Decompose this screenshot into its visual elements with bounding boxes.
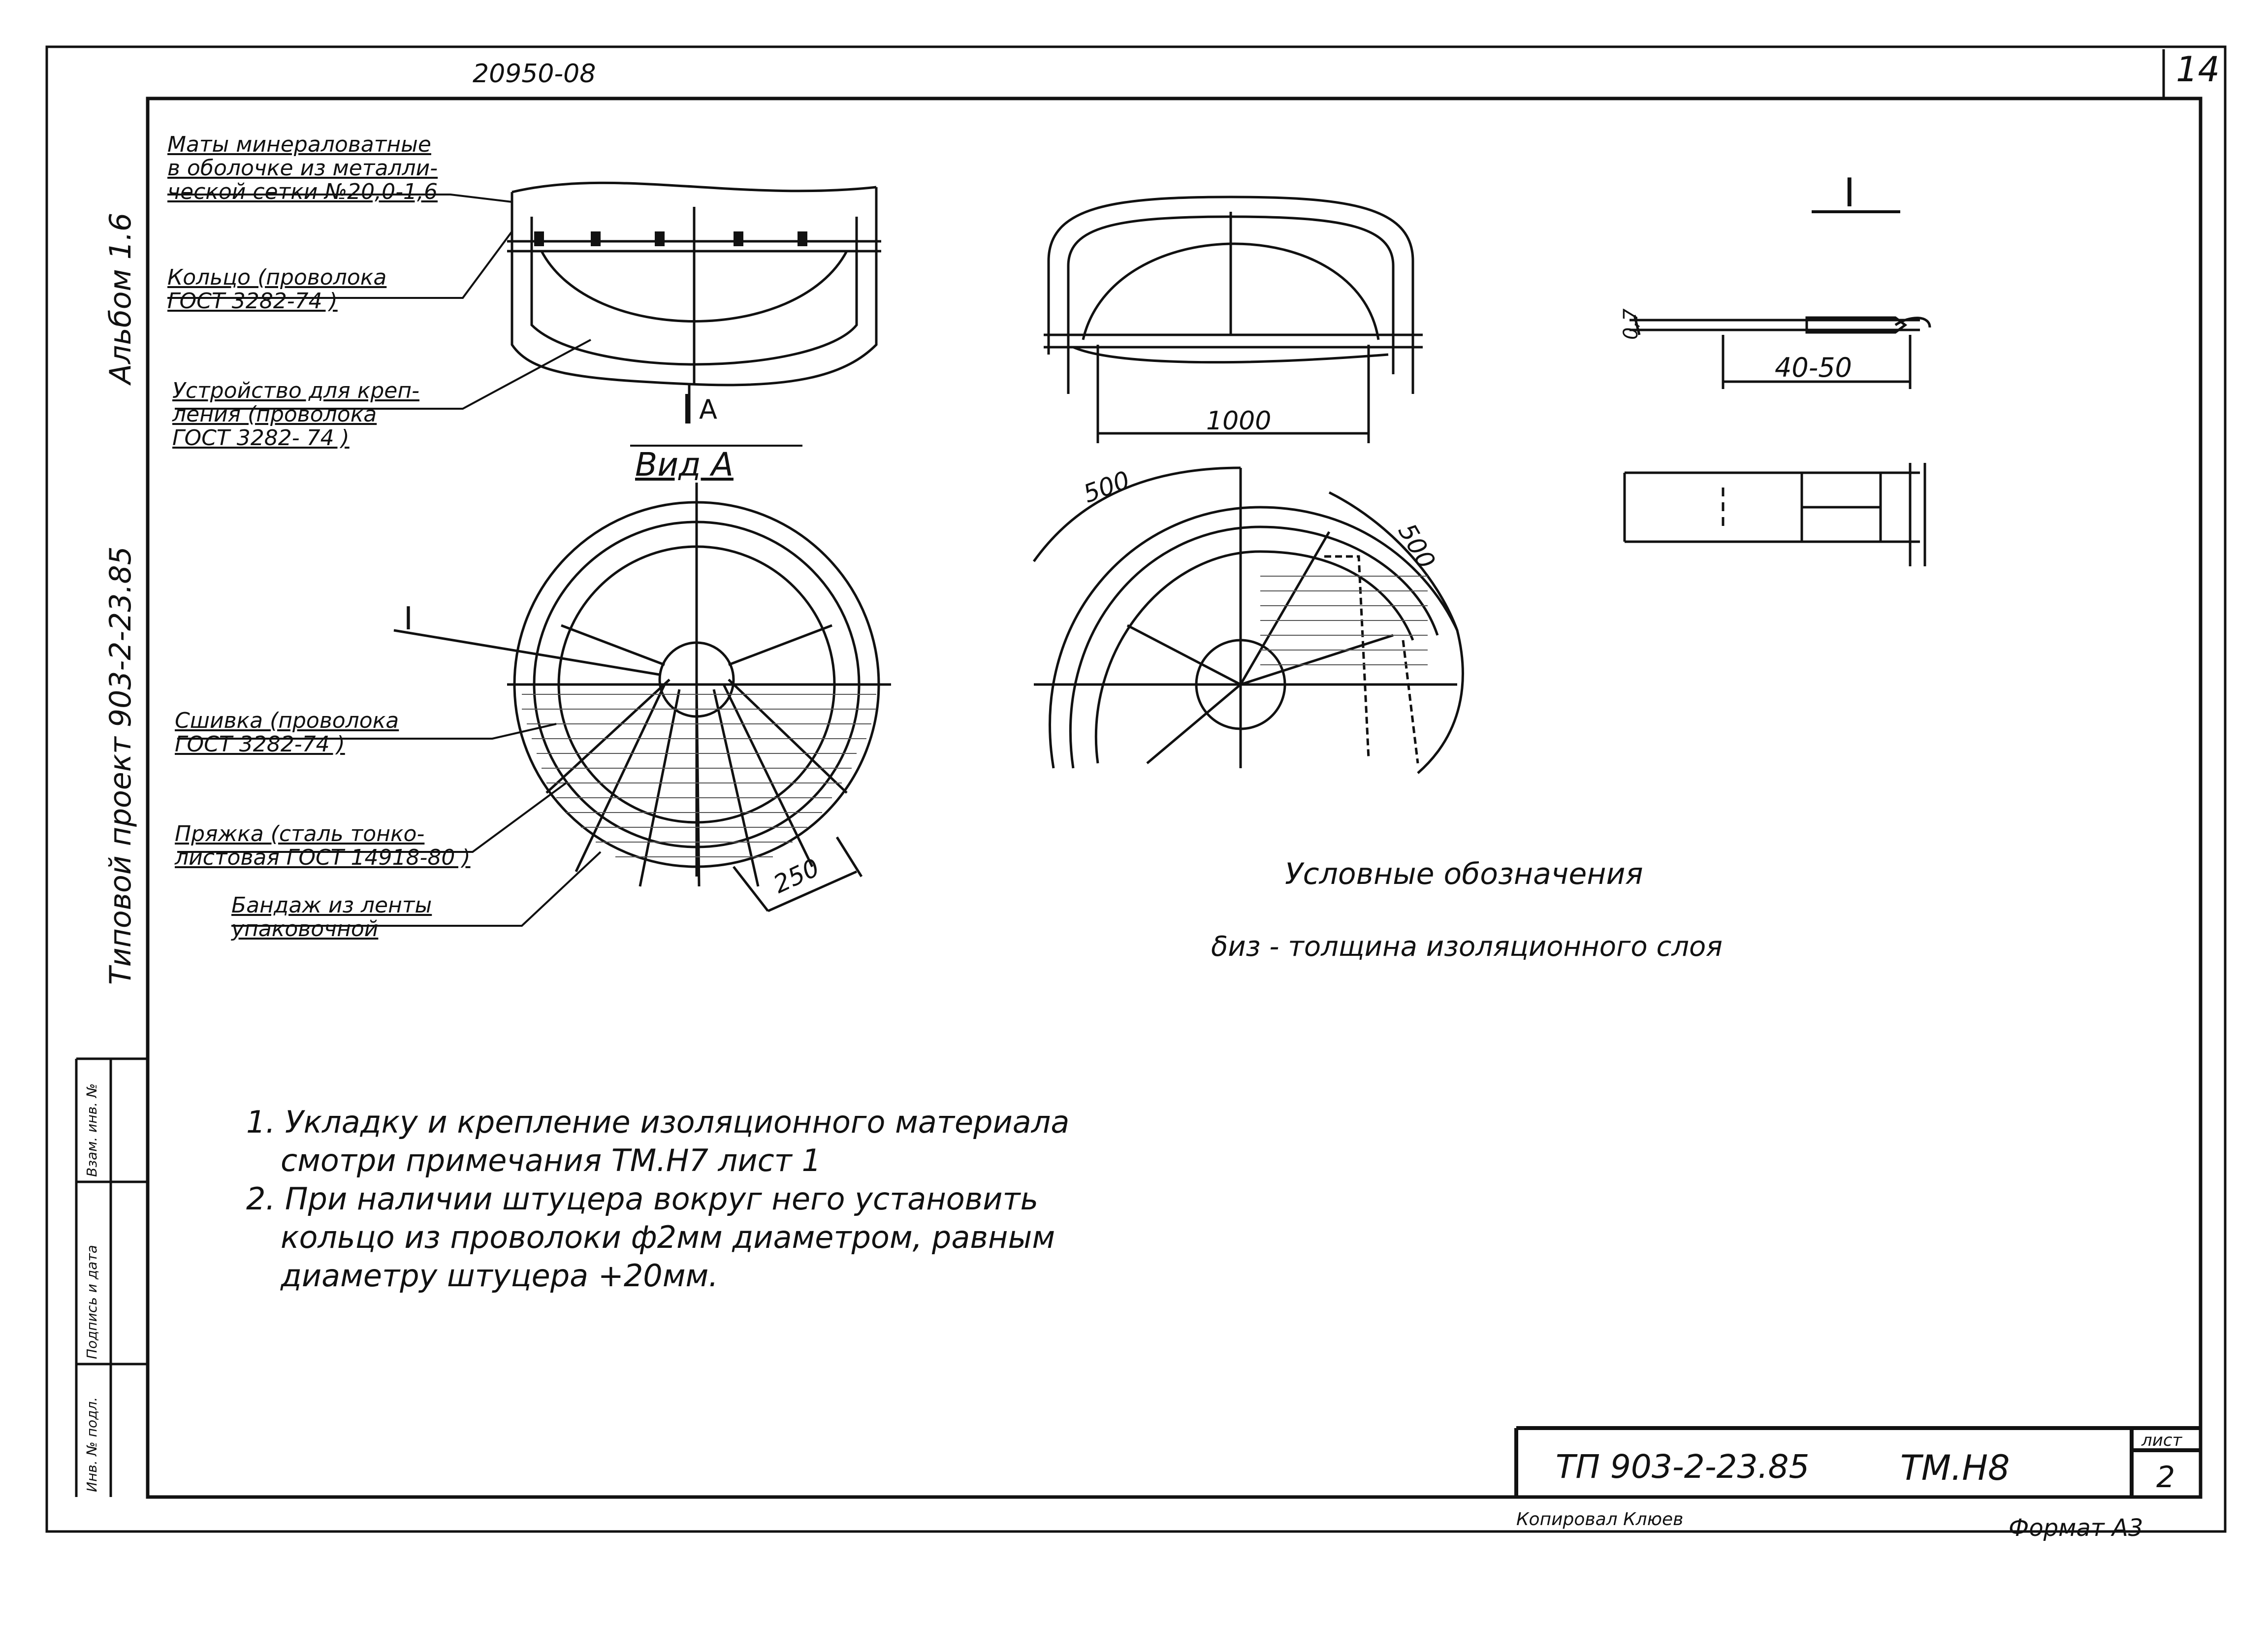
view-a-plan	[393, 483, 891, 912]
footer-format: Формат А3	[2009, 1514, 2143, 1542]
note-2-cont2: диаметру штуцера +20мм.	[281, 1258, 718, 1294]
side-table-inv: Инв. № подл.	[84, 1397, 100, 1492]
footer-copied: Копировал Клюев	[1516, 1509, 1684, 1530]
notes: 1. Укладку и крепление изоляционного мат…	[246, 1103, 1069, 1295]
side-table-sign: Подпись и дата	[84, 1245, 100, 1359]
note-1-cont: смотри примечания ТМ.Н7 лист 1	[281, 1142, 821, 1178]
callout-i-left: I	[404, 601, 413, 637]
detail-i	[1623, 210, 1931, 566]
dimension-0-7: 0,7	[1620, 308, 1642, 340]
note-2-cont: кольцо из проволоки ф2мм диаметром, равн…	[281, 1219, 1055, 1255]
label-ring: Кольцо (проволока ГОСТ 3282-74 )	[167, 265, 387, 314]
note-1: 1. Укладку и крепление изоляционного мат…	[246, 1104, 1070, 1140]
title-block-mark: ТМ.Н8	[1900, 1448, 2010, 1488]
leader-lines	[167, 194, 802, 927]
dimension-1000: 1000	[1206, 406, 1272, 436]
side-table-replace: Взам. инв. №	[84, 1083, 100, 1177]
elevation-middle	[1044, 195, 1423, 443]
title-block-sheet-label: лист	[2141, 1431, 2182, 1450]
view-section-right	[1032, 466, 1464, 774]
legend-title: Условные обозначения	[1285, 857, 1643, 891]
sheet-number-top: 14	[2176, 49, 2220, 90]
label-mats: Маты минераловатные в оболочке из металл…	[167, 132, 438, 204]
label-bandage: Бандаж из ленты упаковочной	[231, 893, 432, 942]
view-a-arrow-label: А	[699, 394, 717, 425]
legend-item: δиз - толщина изоляционного слоя	[1211, 931, 1723, 963]
elevation-left	[507, 181, 881, 423]
detail-i-title: I	[1844, 170, 1855, 216]
view-a-title: Вид А	[635, 446, 734, 484]
title-block-code: ТП 903-2-23.85	[1556, 1448, 1810, 1486]
label-buckle: Пряжка (сталь тонко- листовая ГОСТ 14918…	[175, 821, 471, 870]
title-block-sheet-number: 2	[2156, 1460, 2175, 1495]
document-code-top: 20950-08	[473, 59, 596, 89]
label-stitching: Сшивка (проволока ГОСТ 3282-74 )	[175, 708, 399, 757]
dimension-40-50: 40-50	[1775, 352, 1852, 383]
label-fastening: Устройство для креп- ления (проволока ГО…	[172, 378, 419, 451]
note-2: 2. При наличии штуцера вокруг него устан…	[246, 1181, 1039, 1217]
project-label: Типовой проект 903-2-23.85	[103, 546, 138, 985]
album-label: Альбом 1.6	[103, 212, 138, 384]
